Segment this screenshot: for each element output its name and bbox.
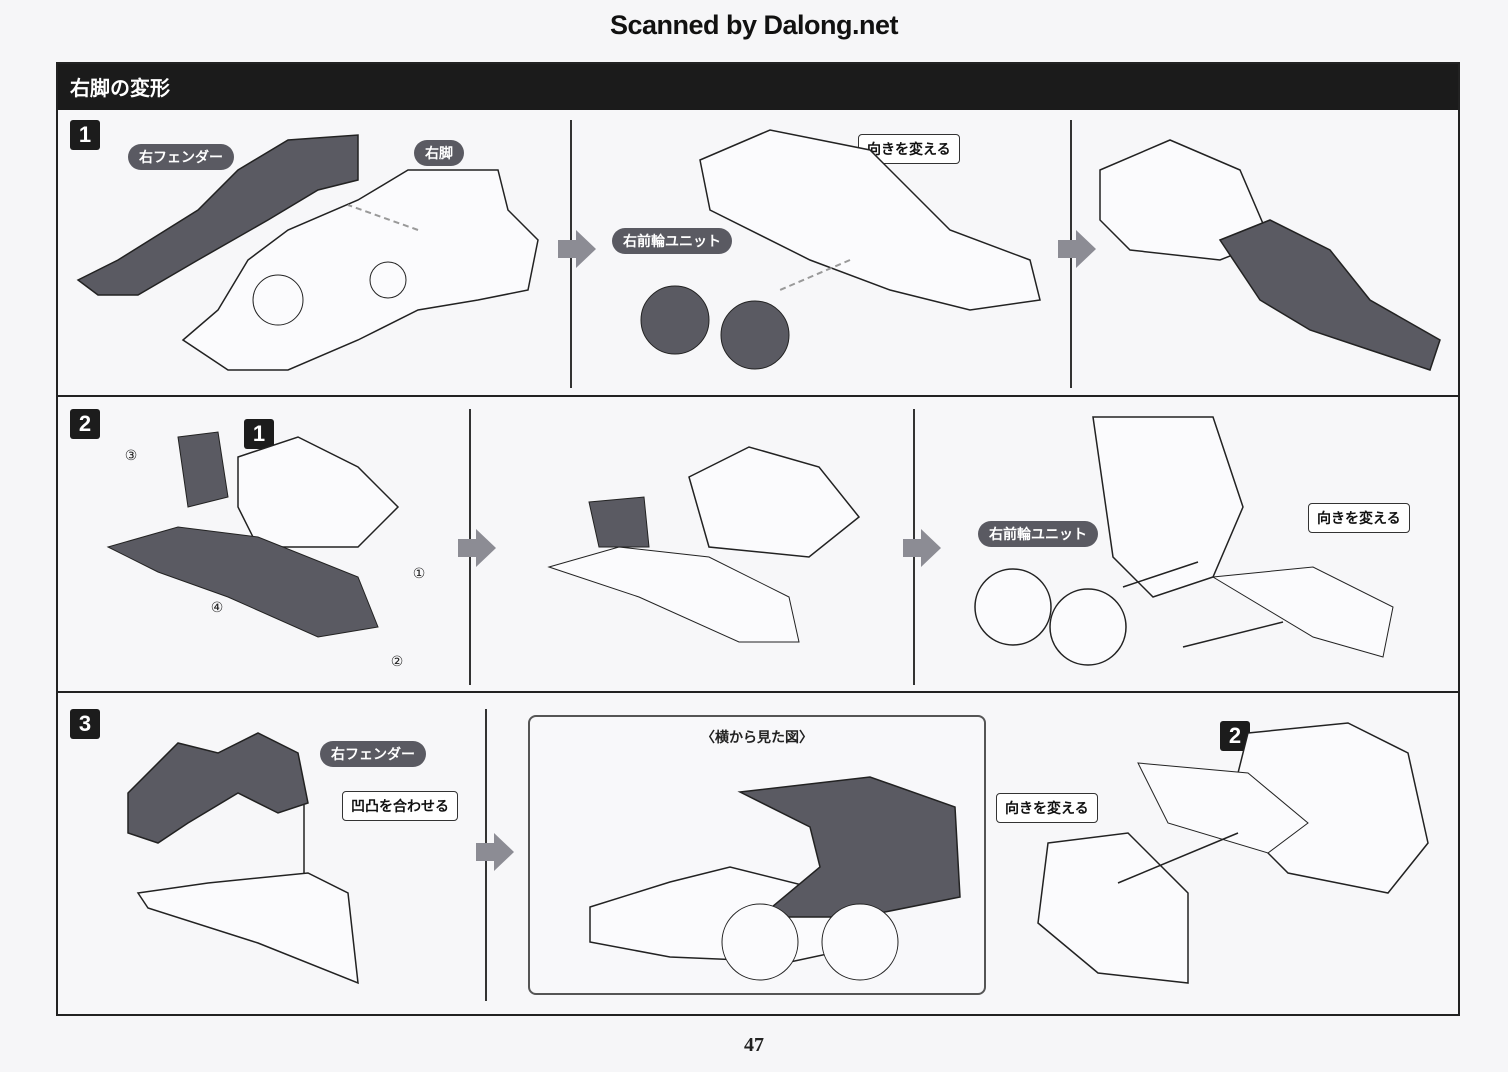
- side-view-title: 〈横から見た図〉: [701, 730, 813, 746]
- fender-part-illustration: [76, 134, 359, 296]
- next-step-arrow-icon: [1058, 230, 1096, 268]
- section-title-bar: 右脚の変形: [58, 64, 1458, 110]
- callout-change-direction: 向きを変える: [996, 793, 1098, 823]
- step-number-badge: 1: [70, 120, 100, 150]
- step-number-badge: 2: [70, 409, 100, 439]
- callout-change-direction: 向きを変える: [1308, 503, 1410, 533]
- scan-credit: Scanned by Dalong.net: [609, 10, 899, 40]
- label-front-wheel-unit: 右前輪ユニット: [612, 228, 732, 254]
- order-mark-3: ③: [124, 448, 138, 464]
- leg-fold-illustration: [1099, 139, 1441, 371]
- leg-part-illustration: [181, 169, 539, 371]
- next-step-arrow-icon: [903, 529, 941, 567]
- side-view-box: 〈横から見た図〉: [528, 715, 986, 995]
- side-view-illustration: [589, 776, 961, 981]
- section-title: 右脚の変形: [70, 76, 170, 100]
- wheel-attach-illustration: [974, 416, 1394, 666]
- instruction-page: 右脚の変形 1 右フェンダー 右脚 向きを変える 右前輪ユニット: [56, 62, 1460, 1016]
- label-front-wheel-unit: 右前輪ユニット: [978, 521, 1098, 547]
- fender-fit-illustration: [127, 732, 359, 985]
- order-mark-4: ④: [210, 600, 224, 616]
- leg-fold-steps-illustration: [106, 431, 400, 638]
- callout-align-notches: 凹凸を合わせる: [342, 791, 458, 821]
- step-3-row: 3 右フェンダー 凹凸を合わせる 〈横から見た図〉 2 向きを変える: [58, 693, 1458, 1012]
- reference-step-badge: 1: [244, 419, 274, 449]
- fender-attach-illustration: [1037, 722, 1429, 984]
- next-step-arrow-icon: [458, 529, 496, 567]
- next-step-arrow-icon: [558, 230, 596, 268]
- order-mark-1: ①: [412, 566, 426, 582]
- step-1-row: 1 右フェンダー 右脚 向きを変える 右前輪ユニット: [58, 110, 1458, 397]
- page-number: 47: [744, 1034, 764, 1056]
- next-step-arrow-icon: [476, 833, 514, 871]
- label-right-fender: 右フェンダー: [128, 144, 234, 170]
- order-mark-2: ②: [390, 654, 404, 670]
- label-right-fender: 右フェンダー: [320, 741, 426, 767]
- label-right-leg: 右脚: [414, 140, 464, 166]
- leg-turn-illustration: [640, 129, 1041, 370]
- leg-folded-illustration: [547, 446, 861, 643]
- step-2-row: 2 1 ③ ① ② ④ 右前輪ユニット 向きを変える: [58, 397, 1458, 693]
- step-number-badge: 3: [70, 709, 100, 739]
